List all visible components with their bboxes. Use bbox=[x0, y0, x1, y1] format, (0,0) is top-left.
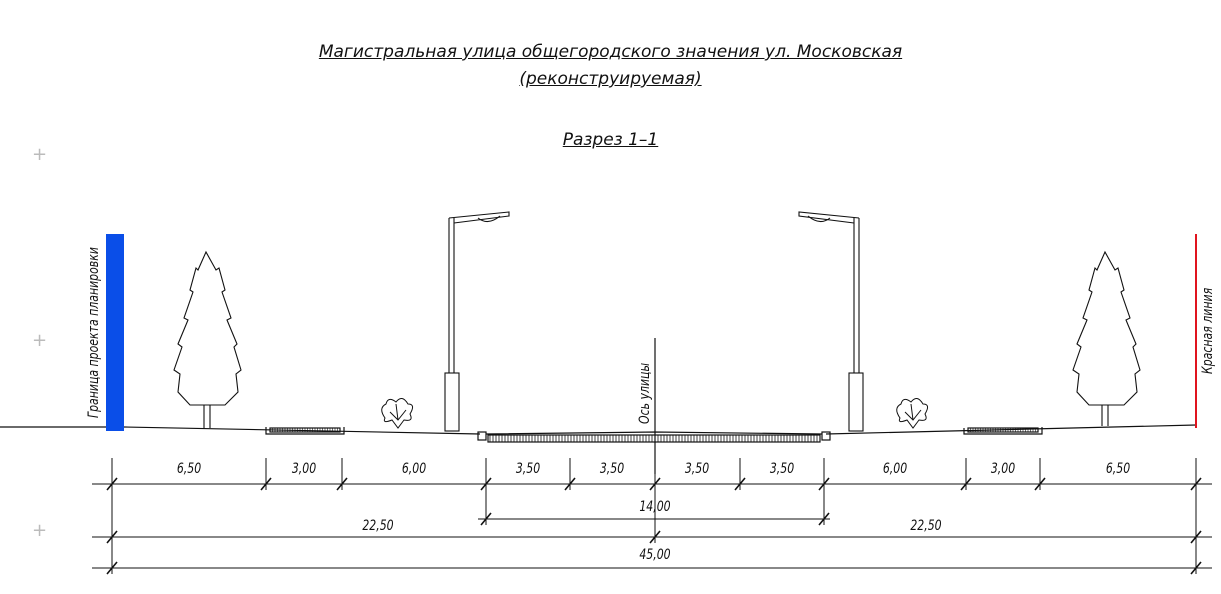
dimension-tick bbox=[1190, 530, 1202, 544]
dimension-tick bbox=[1190, 561, 1202, 575]
dimension-tick bbox=[106, 530, 118, 544]
tree-left bbox=[173, 250, 242, 428]
dimension-tick bbox=[1034, 477, 1046, 491]
dim-half-left: 22,50 bbox=[362, 518, 394, 534]
dimension-tick bbox=[649, 530, 661, 544]
curb-left bbox=[477, 431, 487, 441]
dim-green-left: 6,00 bbox=[401, 461, 427, 477]
dimension-tick bbox=[106, 561, 118, 575]
carriageway-top bbox=[485, 431, 823, 435]
red-line-label: Красная линия bbox=[1200, 287, 1216, 374]
section-label: Разрез 1–1 bbox=[562, 130, 659, 150]
dim-lane-1: 3,50 bbox=[515, 461, 541, 477]
carriageway-layer bbox=[487, 434, 821, 443]
planning-boundary-label: Граница проекта планировки bbox=[86, 247, 102, 418]
dim-roadway: 14,00 bbox=[639, 499, 671, 515]
dimension-tick bbox=[564, 477, 576, 491]
street-lamp-left bbox=[444, 211, 510, 432]
dim-green-right: 6,00 bbox=[882, 461, 908, 477]
grid-mark: + bbox=[32, 144, 48, 165]
tree-right bbox=[1072, 250, 1141, 426]
grid-mark: + bbox=[32, 520, 48, 541]
dimension-tick bbox=[734, 477, 746, 491]
sidewalk-left bbox=[265, 427, 345, 435]
street-lamp-right bbox=[798, 211, 864, 432]
dimension-tick bbox=[649, 477, 661, 491]
ground-line-right bbox=[825, 424, 1197, 435]
grid-mark: + bbox=[32, 330, 48, 351]
dim-sidewalk-left: 3,00 bbox=[291, 461, 317, 477]
dimension-tick bbox=[818, 477, 830, 491]
curb-right bbox=[821, 431, 831, 441]
dimension-tick bbox=[818, 512, 830, 526]
dimension-tick bbox=[480, 477, 492, 491]
title-line-1: Магистральная улица общегородского значе… bbox=[318, 42, 903, 62]
dimension-tick bbox=[336, 477, 348, 491]
dim-half-right: 22,50 bbox=[910, 518, 942, 534]
dimension-tick bbox=[1190, 477, 1202, 491]
shrub-right bbox=[896, 398, 929, 429]
dimension-tick bbox=[260, 477, 272, 491]
street-axis-label: Ось улицы bbox=[637, 362, 653, 424]
dim-sidewalk-strip-right: 6,50 bbox=[1105, 461, 1131, 477]
dim-total: 45,00 bbox=[639, 547, 671, 563]
dimension-tick bbox=[960, 477, 972, 491]
dimension-tick bbox=[106, 477, 118, 491]
planning-boundary-bar bbox=[106, 234, 124, 431]
ground-line-left bbox=[0, 426, 481, 435]
title-line-2: (реконструируемая) bbox=[519, 69, 702, 89]
shrub-left bbox=[381, 398, 414, 429]
dim-lane-3: 3,50 bbox=[684, 461, 710, 477]
dim-sidewalk-strip-left: 6,50 bbox=[176, 461, 202, 477]
dim-sidewalk-right: 3,00 bbox=[990, 461, 1016, 477]
dimension-tick bbox=[480, 512, 492, 526]
sidewalk-right bbox=[963, 427, 1043, 435]
dim-lane-2: 3,50 bbox=[599, 461, 625, 477]
dim-lane-4: 3,50 bbox=[769, 461, 795, 477]
